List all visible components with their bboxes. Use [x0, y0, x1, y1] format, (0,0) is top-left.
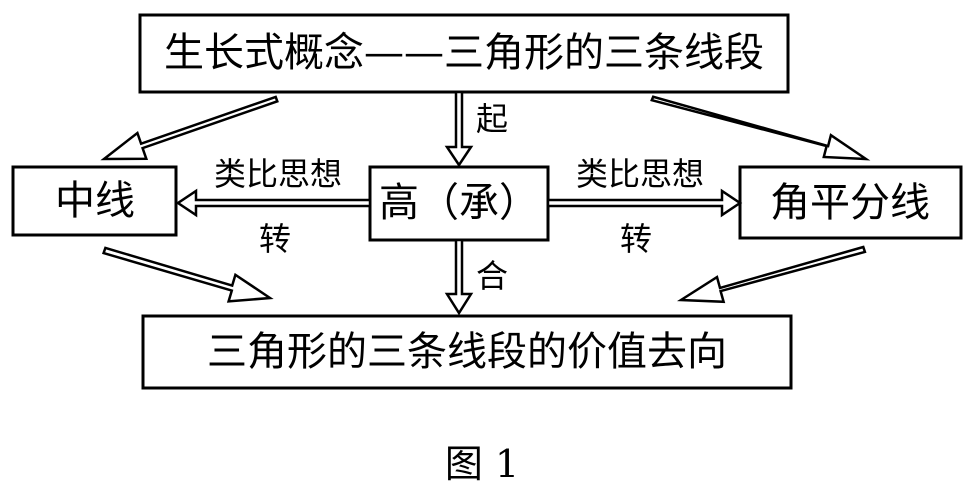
box-midline-label: 中线 [55, 178, 135, 224]
label-start: 起 [476, 100, 508, 138]
label-analogy-right: 类比思想 [576, 155, 704, 193]
box-top: 生长式概念——三角形的三条线段 [138, 13, 790, 94]
box-midline: 中线 [11, 165, 178, 237]
arrow-top-to-angle-bisector [650, 95, 871, 161]
arrow-angle-bisector-to-bottom [676, 245, 867, 304]
box-bottom-label: 三角形的三条线段的价值去向 [207, 329, 727, 375]
box-bottom: 三角形的三条线段的价值去向 [141, 314, 793, 390]
arrow-altitude-to-bottom [444, 238, 474, 316]
box-angle-bisector-label: 角平分线 [770, 180, 930, 226]
arrow-top-to-midline [100, 95, 279, 161]
arrow-top-to-altitude [444, 90, 474, 168]
arrow-altitude-to-midline [175, 188, 372, 218]
label-turn-left: 转 [259, 220, 291, 258]
label-turn-right: 转 [620, 220, 652, 258]
figure-caption: 图 1 [445, 442, 519, 486]
box-altitude: 高（承） [368, 165, 550, 242]
box-angle-bisector: 角平分线 [738, 165, 963, 240]
arrow-midline-to-bottom [101, 246, 274, 303]
arrow-altitude-to-angle-bisector [546, 188, 743, 218]
label-analogy-left: 类比思想 [214, 155, 342, 193]
box-top-label: 生长式概念——三角形的三条线段 [164, 30, 764, 76]
box-altitude-label: 高（承） [379, 180, 539, 226]
label-combine: 合 [476, 257, 508, 295]
